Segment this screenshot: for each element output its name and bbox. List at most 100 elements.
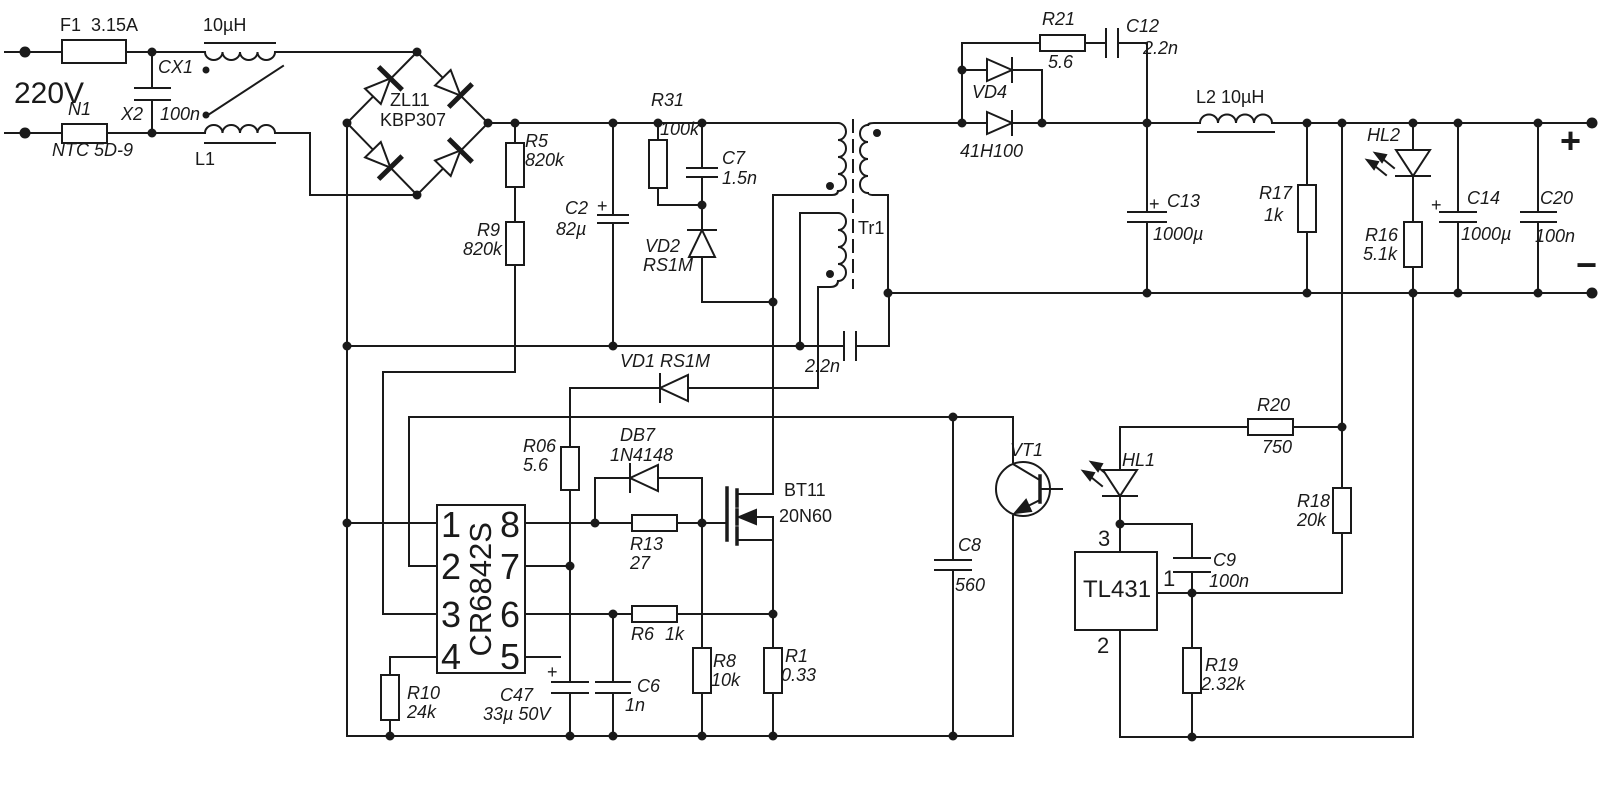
resistor-r21 (1039, 34, 1086, 52)
label-r9: R9 (477, 220, 501, 240)
label-cx1: CX1 (158, 57, 194, 77)
resistor-r1 (763, 647, 783, 694)
tl431-box (1074, 551, 1158, 631)
label-tr1: Tr1 (858, 218, 885, 238)
resistor-r31 (648, 139, 668, 189)
label-db7-part: 1N4148 (610, 445, 674, 465)
label-n1: N1 (68, 99, 92, 119)
label-r1: R1 (785, 646, 809, 666)
mosfet-symbol (725, 486, 774, 737)
diode-vd2 (687, 227, 717, 258)
resistor-r6 (631, 605, 678, 623)
diode-db7 (627, 463, 659, 493)
ic-cr6842s-box (436, 504, 526, 674)
tl431-anode-wire (1119, 292, 1414, 738)
capacitor-c13 (1127, 122, 1167, 294)
label-r18: R18 (1297, 491, 1331, 511)
led-hl2-symbol (1364, 122, 1432, 294)
feedback-line (408, 416, 1014, 463)
label-r8: R8 (713, 651, 737, 671)
label-c12: C12 (1126, 16, 1160, 36)
resistor-r17 (1297, 184, 1317, 233)
resistor-r06 (560, 446, 580, 491)
capacitor-c9 (1119, 523, 1211, 594)
label-c14: C14 (1467, 188, 1501, 208)
label-x2: X2 (121, 104, 144, 124)
label-r10: R10 (407, 683, 441, 703)
label-c47: C47 (500, 685, 534, 705)
label-c8-value: 560 (955, 575, 986, 595)
ac-terminal-top (19, 46, 31, 58)
label-vd2-part: RS1M (643, 255, 694, 275)
resistor-r19 (1182, 647, 1202, 694)
label-vd1: VD1 RS1M (620, 351, 711, 371)
secondary-rectifier-network (961, 28, 1148, 136)
resistor-r20 (1247, 418, 1294, 436)
label-c12-value: 2.2n (1143, 38, 1179, 58)
phototransistor-vt1-symbol (995, 461, 1063, 517)
label-c7-value: 1.5n (722, 168, 758, 188)
label-bt11-part: 20N60 (779, 506, 833, 526)
label-r21-value: 5.6 (1048, 52, 1074, 72)
label-r13: R13 (630, 534, 664, 554)
label-c14-plus: + (1431, 195, 1442, 215)
label-r19: R19 (1205, 655, 1239, 675)
resistor-r8 (692, 647, 712, 694)
label-r6: R6 (631, 624, 655, 644)
label-tl431-pin3: 3 (1098, 526, 1111, 551)
aux-winding-top-lead (799, 212, 839, 347)
resistor-r10 (380, 674, 400, 721)
label-c13-plus: + (1149, 194, 1160, 214)
label-vd4-part: 41H100 (960, 141, 1024, 161)
label-c9-value: 100n (1209, 571, 1250, 591)
primary-ground-branch-ycap (346, 292, 890, 361)
label-c20-value: 100n (1535, 226, 1576, 246)
capacitor-c6 (595, 613, 631, 737)
label-c2: C2 (565, 198, 589, 218)
aux-winding (836, 211, 847, 283)
secondary-winding (859, 123, 870, 195)
gate-drive-network (524, 463, 728, 737)
ic-pin-wires (346, 416, 571, 737)
label-r20: R20 (1257, 395, 1291, 415)
clamp-network (648, 122, 774, 303)
label-ic-pin-3: 3 (441, 594, 462, 635)
resistor-r9 (505, 221, 525, 266)
label-db7: DB7 (620, 425, 656, 445)
label-r06-value: 5.6 (523, 455, 549, 475)
label-c2-plus: + (597, 196, 608, 216)
label-ac-voltage: 220V (14, 77, 85, 110)
capacitor-c8 (934, 416, 972, 737)
label-fuse: F1 3.15A (60, 15, 139, 35)
label-bridge-part: KBP307 (380, 110, 447, 130)
label-c8: C8 (958, 535, 982, 555)
label-r16-value: 5.1k (1363, 244, 1398, 264)
label-ic-pin-2: 2 (441, 546, 462, 587)
label-output-minus: − (1576, 244, 1598, 285)
label-tl431-pin2: 2 (1097, 633, 1110, 658)
label-bridge-ref: ZL11 (390, 90, 430, 110)
diode-vd4 (986, 57, 1015, 83)
label-c14-value: 1000µ (1461, 224, 1512, 244)
junction-dots (19, 46, 1598, 742)
label-r6-value: 1k (665, 624, 685, 644)
label-ycap-value: 2.2n (805, 356, 841, 376)
capacitor-c20 (1520, 122, 1557, 294)
label-r5-value: 820k (525, 150, 565, 170)
label-r9-value: 820k (463, 239, 503, 259)
label-r13-value: 27 (630, 553, 651, 573)
label-r20-value: 750 (1262, 437, 1293, 457)
vt1-emitter-arrow-icon (1012, 498, 1033, 515)
label-r31: R31 (651, 90, 685, 110)
label-c7: C7 (722, 148, 746, 168)
label-l1: L1 (195, 149, 216, 169)
label-tl431: TL431 (1083, 576, 1152, 603)
label-r16: R16 (1365, 225, 1399, 245)
label-c2-value: 82µ (556, 219, 587, 239)
label-choke-value: 10µH (203, 15, 247, 35)
label-vd2: VD2 (645, 236, 681, 256)
label-r21: R21 (1042, 9, 1076, 29)
label-tl431-pin1: 1 (1163, 566, 1176, 591)
resistor-r13 (631, 514, 678, 532)
